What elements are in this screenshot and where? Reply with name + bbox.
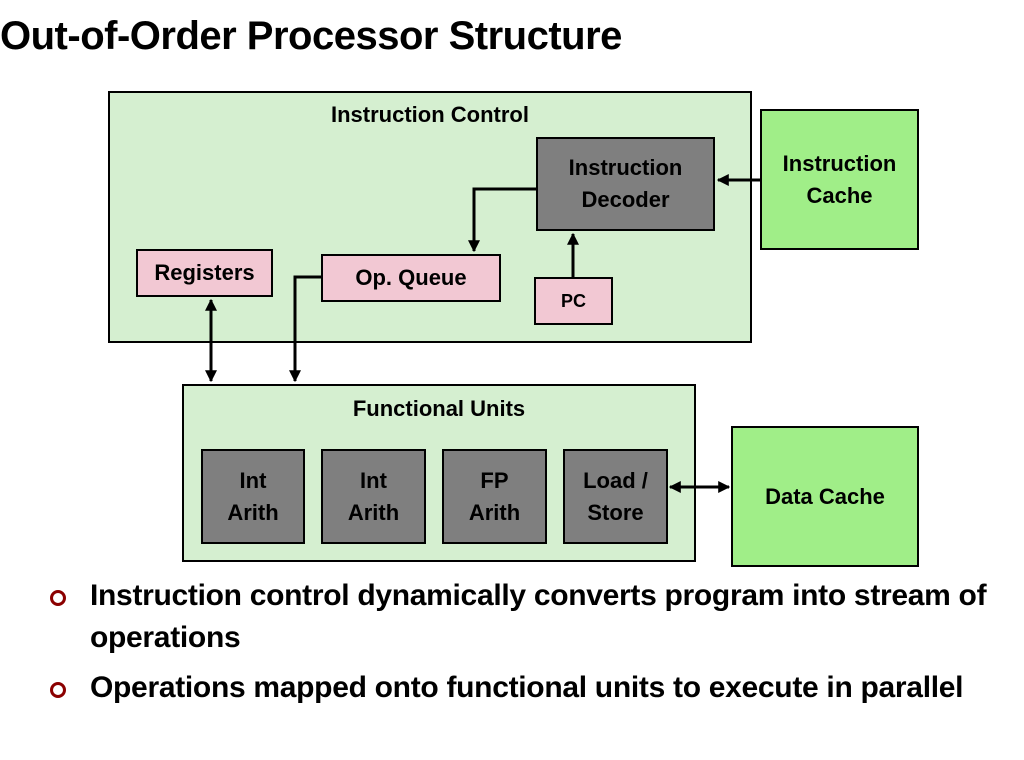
bullet-item: Instruction control dynamically converts… — [48, 575, 1008, 659]
bullet-list: Instruction control dynamically converts… — [48, 575, 1008, 717]
unit-int-arith-1: Int Arith — [201, 449, 305, 544]
pc-box: PC — [534, 277, 613, 325]
unit-load-store: Load / Store — [563, 449, 668, 544]
instruction-cache-box: Instruction Cache — [760, 109, 919, 250]
arrow-opqueue-to-functional-units — [289, 275, 321, 383]
bullet-circle-icon — [50, 590, 66, 606]
arrow-decoder-to-opqueue — [468, 187, 536, 253]
data-cache-box: Data Cache — [731, 426, 919, 567]
instruction-decoder-box: Instruction Decoder — [536, 137, 715, 231]
slide-title: Out-of-Order Processor Structure — [0, 14, 622, 58]
unit-int-arith-2: Int Arith — [321, 449, 426, 544]
instruction-control-label: Instruction Control — [331, 102, 529, 127]
registers-box: Registers — [136, 249, 273, 297]
bullet-circle-icon — [50, 682, 66, 698]
bullet-item: Operations mapped onto functional units … — [48, 667, 1008, 709]
bullet-text: Instruction control dynamically converts… — [90, 579, 987, 654]
op-queue-box: Op. Queue — [321, 254, 501, 302]
unit-fp-arith: FP Arith — [442, 449, 547, 544]
functional-units-label: Functional Units — [352, 396, 526, 421]
bullet-text: Operations mapped onto functional units … — [90, 671, 964, 704]
